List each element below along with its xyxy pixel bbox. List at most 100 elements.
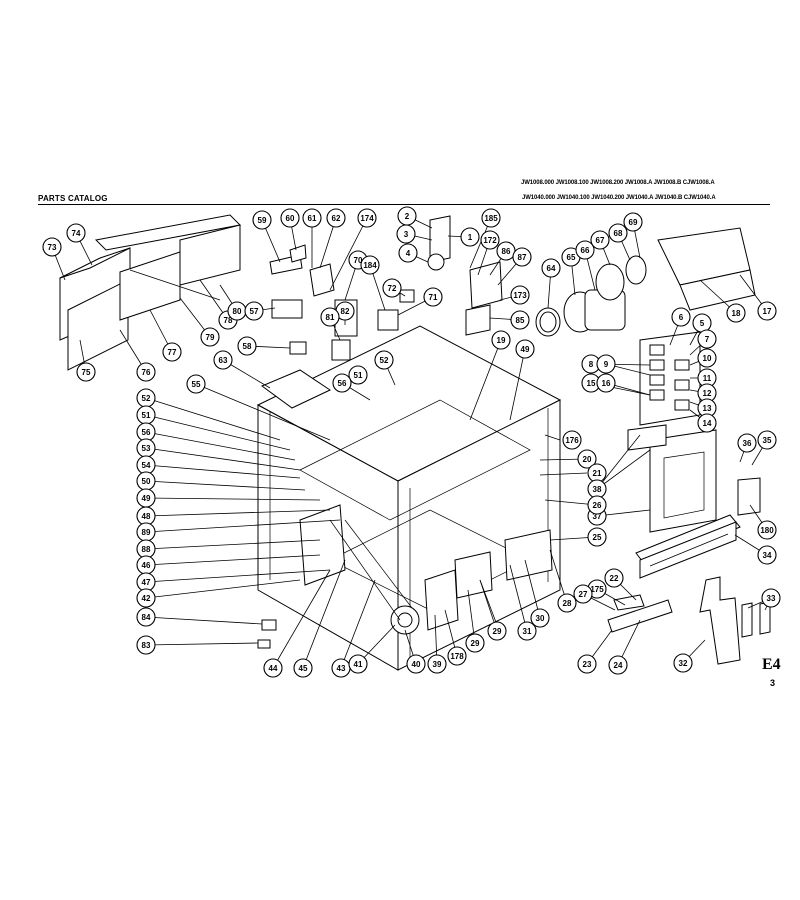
side-frame-panel bbox=[627, 424, 761, 533]
callout-9: 9 bbox=[596, 354, 616, 374]
callout-circle bbox=[557, 593, 577, 613]
callout-circle bbox=[374, 350, 394, 370]
callout-label: 184 bbox=[363, 261, 377, 270]
callout-77: 77 bbox=[162, 342, 182, 362]
heater-element bbox=[635, 514, 741, 579]
callout-label: 61 bbox=[308, 214, 317, 223]
callout-label: 21 bbox=[593, 469, 602, 478]
callout-label: 24 bbox=[614, 661, 623, 670]
callout-label: 86 bbox=[502, 247, 511, 256]
callout-60: 60 bbox=[280, 208, 300, 228]
callout-18: 18 bbox=[726, 303, 746, 323]
callout-circle bbox=[348, 654, 368, 674]
callout-label: 58 bbox=[243, 342, 252, 351]
callout-circle bbox=[697, 413, 717, 433]
callout-label: 51 bbox=[354, 371, 363, 380]
callout-42: 42 bbox=[136, 588, 156, 608]
callout-label: 88 bbox=[142, 545, 151, 554]
callout-27: 27 bbox=[573, 584, 593, 604]
callout-label: 52 bbox=[380, 356, 389, 365]
callout-label: 7 bbox=[705, 335, 710, 344]
callout-circle bbox=[757, 430, 777, 450]
callout-circle bbox=[757, 545, 777, 565]
callout-59: 59 bbox=[252, 210, 272, 230]
callout-label: 174 bbox=[360, 214, 374, 223]
callout-61: 61 bbox=[302, 208, 322, 228]
callout-54: 54 bbox=[136, 455, 156, 475]
header-rule bbox=[38, 204, 770, 205]
callout-label: 72 bbox=[388, 284, 397, 293]
callout-circle bbox=[480, 230, 500, 250]
callout-35: 35 bbox=[757, 430, 777, 450]
callout-label: 178 bbox=[450, 652, 464, 661]
callout-81: 81 bbox=[320, 307, 340, 327]
blower-assembly bbox=[535, 227, 756, 337]
callout-label: 36 bbox=[743, 439, 752, 448]
callout-circle bbox=[398, 243, 418, 263]
callout-68: 68 bbox=[608, 223, 628, 243]
callout-label: 25 bbox=[593, 533, 602, 542]
callout-circle bbox=[671, 307, 691, 327]
callout-circle bbox=[510, 285, 530, 305]
callout-6: 6 bbox=[671, 307, 691, 327]
callout-circle bbox=[447, 646, 467, 666]
callout-circle bbox=[510, 310, 530, 330]
callout-49a: 49 bbox=[515, 339, 535, 359]
callout-32: 32 bbox=[673, 653, 693, 673]
callout-51a: 51 bbox=[348, 365, 368, 385]
callout-72: 72 bbox=[382, 278, 402, 298]
callout-4: 4 bbox=[398, 243, 418, 263]
callout-circle bbox=[491, 330, 511, 350]
callout-180: 180 bbox=[757, 520, 777, 540]
callout-label: 83 bbox=[142, 641, 151, 650]
callout-79: 79 bbox=[200, 327, 220, 347]
callout-80: 80 bbox=[227, 301, 247, 321]
callout-52a: 52 bbox=[374, 350, 394, 370]
callout-circle bbox=[237, 336, 257, 356]
thermostat-parts bbox=[427, 215, 503, 336]
callout-circle bbox=[577, 654, 597, 674]
model-numbers-line-2: JW1040.000 JW1040.100 JW1040.200 JW1040.… bbox=[522, 195, 716, 201]
callout-circle bbox=[465, 633, 485, 653]
callout-85: 85 bbox=[510, 310, 530, 330]
callout-label: 4 bbox=[406, 249, 411, 258]
callout-circle bbox=[587, 527, 607, 547]
callout-label: 16 bbox=[602, 379, 611, 388]
callout-circle bbox=[604, 568, 624, 588]
callout-17: 17 bbox=[757, 301, 777, 321]
callout-label: 81 bbox=[326, 313, 335, 322]
callout-label: 64 bbox=[547, 264, 556, 273]
callout-49b: 49 bbox=[136, 488, 156, 508]
callout-25: 25 bbox=[587, 527, 607, 547]
callout-51b: 51 bbox=[136, 405, 156, 425]
callout-10: 10 bbox=[697, 348, 717, 368]
callout-circle bbox=[162, 342, 182, 362]
small-clips-left bbox=[257, 619, 277, 649]
callout-circle bbox=[293, 658, 313, 678]
callout-5: 5 bbox=[692, 313, 712, 333]
callout-label: 54 bbox=[142, 461, 151, 470]
callout-label: 89 bbox=[142, 528, 151, 537]
callout-label: 33 bbox=[767, 594, 776, 603]
callout-label: 173 bbox=[513, 291, 527, 300]
callout-label: 70 bbox=[354, 256, 363, 265]
callout-circle bbox=[512, 247, 532, 267]
callout-label: 71 bbox=[429, 293, 438, 302]
callout-3: 3 bbox=[396, 224, 416, 244]
callout-circle bbox=[423, 287, 443, 307]
callout-label: 176 bbox=[565, 436, 579, 445]
callout-label: 60 bbox=[286, 214, 295, 223]
callout-circle bbox=[200, 327, 220, 347]
callout-33: 33 bbox=[761, 588, 781, 608]
callout-label: 27 bbox=[579, 590, 588, 599]
callout-circle bbox=[577, 449, 597, 469]
callout-57: 57 bbox=[244, 301, 264, 321]
callout-87: 87 bbox=[512, 247, 532, 267]
callout-circle bbox=[136, 635, 156, 655]
callout-label: 32 bbox=[679, 659, 688, 668]
callout-55: 55 bbox=[186, 374, 206, 394]
callout-38: 38 bbox=[587, 479, 607, 499]
callout-label: 53 bbox=[142, 444, 151, 453]
callout-circle bbox=[697, 329, 717, 349]
callout-circle bbox=[213, 350, 233, 370]
